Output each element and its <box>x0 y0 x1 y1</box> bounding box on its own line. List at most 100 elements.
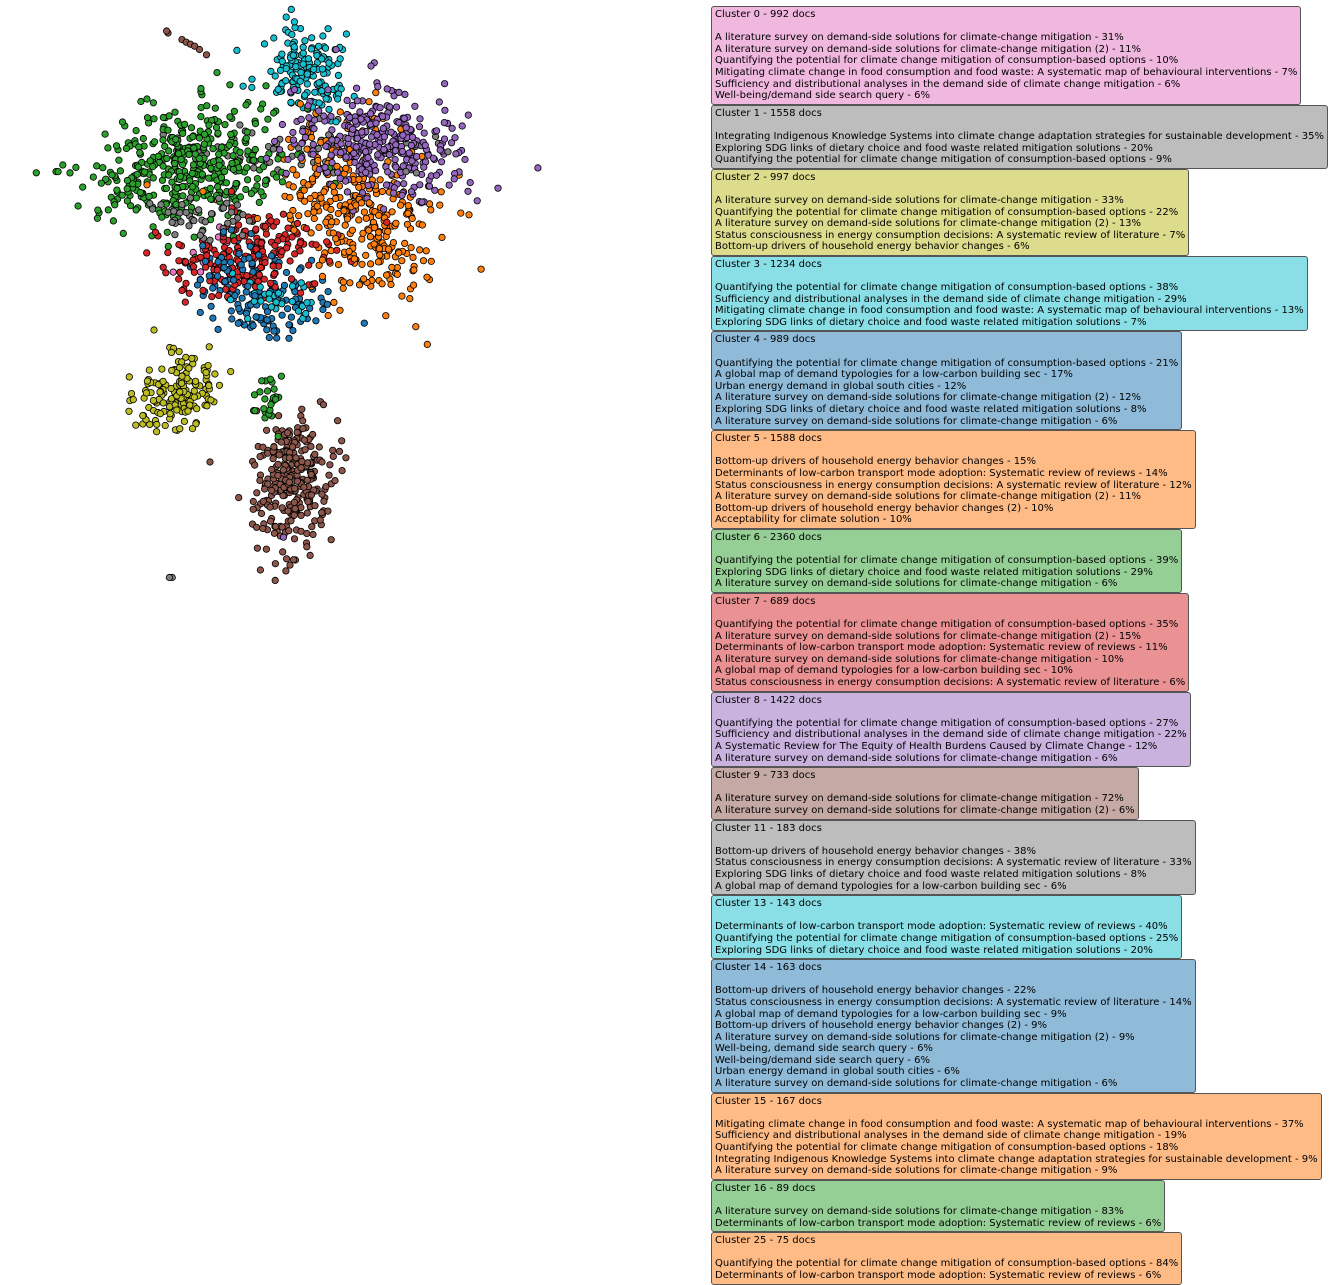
cluster-6-point <box>190 144 198 152</box>
cluster-6-point <box>253 175 261 183</box>
cluster-8-point <box>315 107 323 115</box>
cluster-7-point <box>323 238 331 246</box>
cluster-9-point <box>289 556 298 564</box>
cluster-6-point <box>226 81 234 89</box>
cluster-9-point <box>285 454 293 462</box>
cluster-2-point <box>145 366 153 374</box>
cluster-8-point <box>342 153 350 161</box>
cluster-15-point <box>286 211 294 219</box>
cluster-14-point <box>196 276 204 284</box>
cluster-6-point <box>165 147 173 155</box>
cluster-6-point <box>278 178 286 186</box>
cluster-2-point <box>188 424 197 433</box>
cluster-6-point <box>72 163 80 171</box>
cluster-8-point <box>366 110 375 118</box>
cluster-3-point <box>319 32 327 40</box>
cluster-2-point <box>129 395 137 404</box>
cluster-9-point <box>260 485 269 493</box>
cluster-7-point <box>151 228 160 236</box>
cluster-14-point <box>214 272 222 280</box>
cluster-6-point <box>162 184 170 192</box>
legend-box-line: Bottom-up drivers of household energy be… <box>715 456 1036 468</box>
cluster-6-point <box>269 109 278 117</box>
cluster-8-point <box>411 102 419 110</box>
cluster-11-point <box>195 206 203 214</box>
cluster-7-point <box>262 230 270 238</box>
cluster-11-point <box>190 217 198 225</box>
cluster-6-point <box>197 84 205 93</box>
cluster-9-point <box>329 452 337 460</box>
legend-box-line: Integrating Indigenous Knowledge Systems… <box>715 130 1324 142</box>
cluster-6-point <box>206 184 214 192</box>
outlier-point <box>178 201 186 209</box>
cluster-16-point <box>263 387 272 395</box>
cluster-6-point <box>159 162 167 170</box>
cluster-6-point <box>261 126 269 134</box>
legend-box-line: A literature survey on demand-side solut… <box>715 1078 1118 1090</box>
cluster-9-point <box>271 576 279 585</box>
cluster-8-point <box>378 112 387 121</box>
cluster-8-point <box>334 168 342 176</box>
cluster-6-point <box>243 164 251 172</box>
cluster-8-point <box>440 135 449 143</box>
cluster-5-point <box>437 188 445 196</box>
cluster-6-point <box>172 200 180 209</box>
cluster-9-point <box>253 544 261 552</box>
cluster-8-point <box>356 108 364 116</box>
cluster-16-point <box>270 385 278 393</box>
cluster-25-point <box>318 272 327 280</box>
cluster-13-point <box>244 315 252 323</box>
cluster-3-point <box>318 55 326 63</box>
legend-box-title: Cluster 7 - 689 docs <box>715 595 816 607</box>
cluster-2-point <box>175 347 183 356</box>
cluster-8-point <box>353 97 361 105</box>
cluster-11-point <box>182 208 190 217</box>
cluster-8-point <box>379 124 387 132</box>
cluster-6-point <box>250 156 258 164</box>
cluster-5-point <box>427 257 435 265</box>
cluster-8-point <box>407 188 416 196</box>
cluster-6-point <box>257 105 265 113</box>
cluster-7-point <box>185 289 193 297</box>
cluster-9-point <box>256 476 264 484</box>
cluster-6-point <box>94 206 102 214</box>
cluster-7-point <box>212 250 220 259</box>
cluster-15-point <box>328 218 336 226</box>
cluster-8-point <box>435 98 443 106</box>
cluster-7-point <box>325 257 334 265</box>
cluster-7-point <box>269 262 277 270</box>
cluster-7-point <box>271 241 279 250</box>
cluster-7-point <box>252 245 260 253</box>
outlier-point <box>444 148 452 156</box>
legend-box-line: Sufficiency and distributional analyses … <box>715 293 1187 305</box>
cluster-5-point <box>393 270 401 278</box>
cluster-8-point <box>289 136 298 144</box>
cluster-8-point <box>400 180 408 188</box>
legend-box-line: A Systematic Review for The Equity of He… <box>715 741 1158 753</box>
cluster-7-point <box>270 270 278 278</box>
cluster-8-point <box>386 103 394 111</box>
cluster-11-point <box>171 231 179 239</box>
cluster-25-point <box>384 245 393 253</box>
cluster-13-point <box>288 297 296 306</box>
cluster-9-point <box>259 443 267 451</box>
cluster-8-point <box>341 177 350 185</box>
legend-box-title: Cluster 11 - 183 docs <box>715 822 822 834</box>
cluster-5-point <box>384 227 392 236</box>
legend-box-line: Quantifying the potential for climate ch… <box>715 1142 1179 1154</box>
cluster-25-point <box>350 255 358 263</box>
cluster-3-point <box>318 65 326 73</box>
cluster-13-point <box>256 283 264 291</box>
legend-box-line: A global map of demand typologies for a … <box>715 1008 1067 1020</box>
cluster-9-point <box>279 466 287 474</box>
cluster-11-point <box>149 205 157 213</box>
cluster-6-point <box>115 156 123 164</box>
legend-box-line: A global map of demand typologies for a … <box>715 369 1073 381</box>
cluster-4-point <box>312 317 320 325</box>
cluster-8-point <box>327 151 335 159</box>
cluster-9-point <box>297 511 305 520</box>
legend-box-line: Bottom-up drivers of household energy be… <box>715 845 1036 857</box>
cluster-2-point <box>168 366 176 374</box>
